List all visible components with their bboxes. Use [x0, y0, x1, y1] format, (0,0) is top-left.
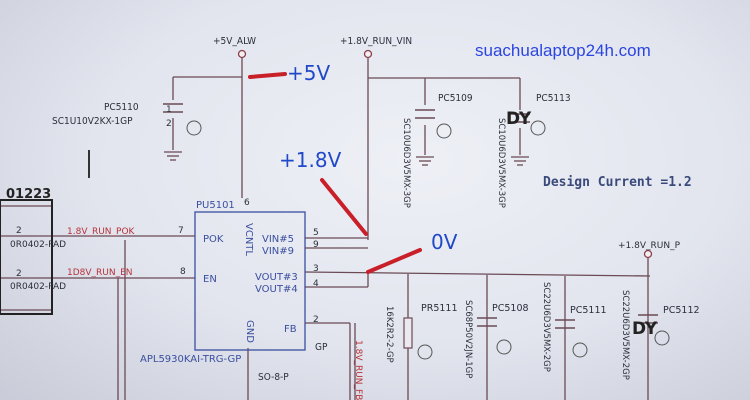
net-label-run-fb: 1.8V_RUN_FB [353, 340, 363, 400]
pin-name-vcntl: VCNTL [243, 223, 254, 256]
capacitor-symbols [163, 103, 658, 329]
resistor-pr5111-icon [403, 317, 413, 349]
pin-number-vcntl: 6 [244, 198, 250, 208]
gp-mark-icon [496, 339, 512, 355]
pc5108-ref: PC5108 [492, 303, 529, 314]
capacitor-pc5111-icon [555, 319, 575, 329]
power-ports [237, 49, 653, 259]
red-mark-18v [320, 178, 368, 236]
pr5111-ref: PR5111 [421, 303, 458, 314]
left-block-res-b: 0R0402-PAD [10, 282, 66, 292]
red-mark-0v [366, 248, 422, 274]
pc5112-value: SC22U6D3V5MX-2GP [620, 290, 630, 380]
cap-pin-2: 2 [166, 119, 172, 129]
pin-number-pok: 7 [178, 226, 184, 236]
ic-body [194, 211, 306, 351]
pin-name-pok: POK [203, 234, 224, 245]
net-label-run-pok: 1.8V_RUN_POK [67, 227, 136, 237]
pin-name-vout4: VOUT#4 [255, 284, 298, 295]
gp-label: GP [315, 342, 328, 353]
gp-marks [186, 120, 670, 360]
pin-number-vout4: 4 [313, 279, 319, 289]
annotation-dy-1: DY [506, 109, 532, 129]
pc5111-ref: PC5111 [570, 305, 607, 316]
net-label-5v-alw: +5V_ALW [213, 36, 256, 47]
pin-number-en: 8 [180, 267, 186, 277]
wires [0, 58, 651, 400]
red-mark-5v [248, 72, 287, 79]
capacitor-pc5110-icon [163, 103, 183, 113]
pin-name-fb: FB [284, 324, 297, 335]
annotation-dy-2: DY [632, 319, 658, 339]
pc5111-value: SC22U6D3V5MX-2GP [541, 282, 551, 372]
pc5110-value: SC1U10V2KX-1GP [52, 116, 133, 127]
net-label-18v-run-p: +1.8V_RUN_P [618, 241, 681, 251]
net-label-18v-run-vin: +1.8V_RUN_VIN [340, 36, 412, 47]
pin-number-vin9: 9 [313, 240, 319, 250]
left-block-pin-a: 2 [16, 226, 22, 236]
left-block-res-a: 0R0402-PAD [10, 240, 66, 250]
net-label-run-en: 1D8V_RUN_EN [67, 268, 133, 278]
gp-mark-icon [417, 344, 433, 360]
pin-name-gnd: GND [244, 320, 255, 343]
design-current-note: Design Current =1.2 [543, 175, 692, 190]
pc5108-value: SC68P50V2JN-1GP [463, 300, 473, 378]
ground-icon [511, 156, 529, 166]
pc5109-value: SC10U6D3V5MX-3GP [401, 118, 411, 208]
pc5109-ref: PC5109 [438, 93, 473, 104]
red-marker-strokes [248, 72, 422, 274]
pin-name-vin9: VIN#9 [262, 246, 294, 257]
ic-ref: PU5101 [196, 200, 235, 211]
port-5v-alw [237, 49, 247, 59]
ic-package: SO-8-P [258, 372, 289, 383]
capacitor-pc5109-icon [415, 109, 435, 119]
ic-part-number: APL5930KAI-TRG-GP [140, 354, 241, 365]
annotation-0v: 0V [431, 230, 458, 254]
ground-symbols [164, 151, 529, 166]
left-block-box [0, 199, 53, 315]
gp-mark-icon [436, 123, 452, 139]
capacitor-pc5113-icon [510, 113, 530, 123]
port-18v-run-vin [363, 49, 373, 59]
pc5113-value: SC10U6D3V5MX-3GP [496, 118, 506, 208]
capacitor-pc5108-icon [477, 317, 497, 327]
gp-mark-icon [572, 342, 588, 358]
cap-pin-1: 1 [166, 105, 172, 115]
pc5112-ref: PC5112 [663, 305, 700, 316]
watermark: suachualaptop24h.com [475, 41, 651, 60]
pin-number-fb: 2 [313, 315, 319, 325]
left-block-pin-b: 2 [16, 269, 22, 279]
pin-number-vin5: 5 [313, 228, 319, 238]
port-18v-run-p [643, 249, 653, 259]
gp-mark-icon [530, 120, 546, 136]
pin-number-vout3: 3 [313, 264, 319, 274]
annotation-18v: +1.8V [279, 148, 342, 172]
gp-mark-icon [654, 330, 670, 346]
gp-mark-icon [186, 120, 202, 136]
left-block-ref: 01223 [6, 187, 51, 202]
annotation-5v: +5V [287, 61, 330, 85]
ground-icon [164, 151, 182, 161]
pin-name-vout3: VOUT#3 [255, 272, 298, 283]
capacitor-pc5112-icon [638, 314, 658, 324]
pin-name-en: EN [203, 274, 217, 285]
pc5113-ref: PC5113 [536, 93, 571, 104]
pin-name-vin5: VIN#5 [262, 234, 294, 245]
pc5110-ref: PC5110 [104, 102, 139, 113]
ground-icon [416, 156, 434, 166]
pr5111-value: 16K2R2-2-GP [384, 306, 394, 363]
